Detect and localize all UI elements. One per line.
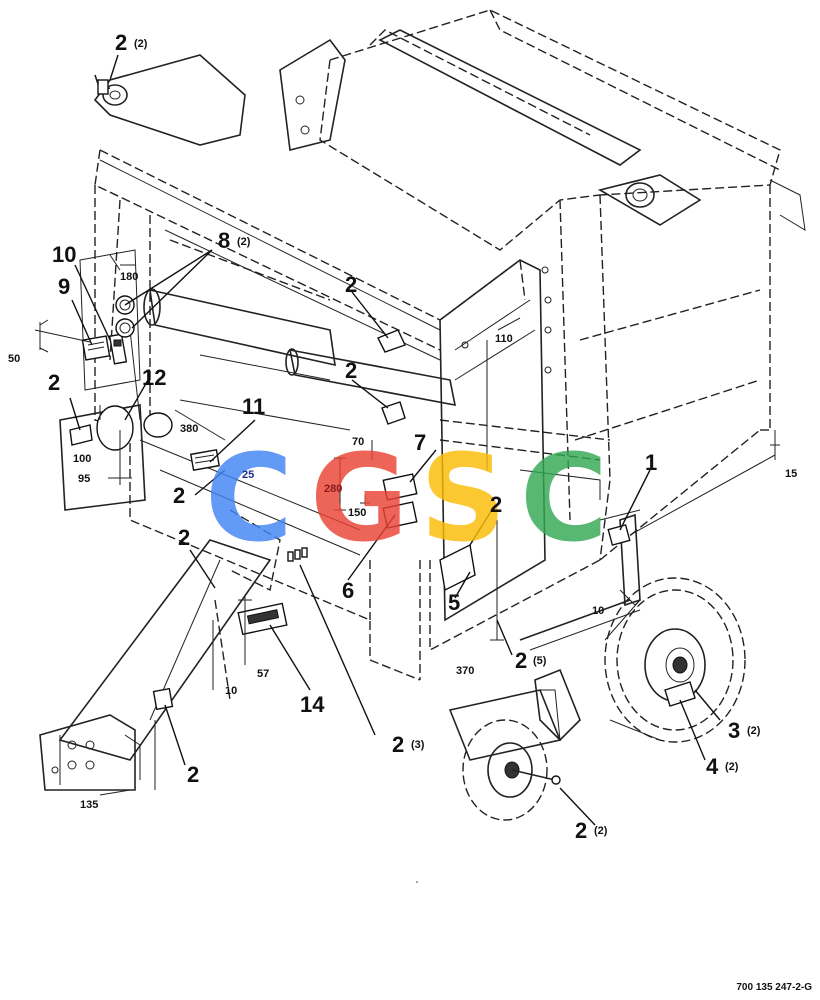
dim-280: 280: [324, 483, 342, 495]
callout-2-three: 2: [392, 732, 404, 757]
dim-10-left: 10: [225, 685, 237, 697]
callout-2-tongue: 2: [178, 525, 190, 550]
callout-1: 1: [645, 450, 657, 475]
dim-70: 70: [352, 436, 364, 448]
callout-2-top-qty: (2): [134, 38, 148, 50]
watermark-letter-g: G: [310, 430, 409, 569]
dim-380: 380: [180, 423, 198, 435]
callout-11: 7: [414, 430, 426, 455]
dimension-lines: [34, 254, 780, 796]
callout-14: 14: [300, 692, 325, 717]
watermark-letter-c2: C: [520, 430, 608, 569]
callout-4-qty: (2): [725, 761, 739, 773]
dim-100: 100: [73, 453, 91, 465]
callout-2-five-qty: (5): [533, 655, 547, 667]
callout-2-three-qty: (3): [411, 739, 425, 751]
dim-180: 180: [120, 271, 138, 283]
callout-2-gauge-wheel: 2: [575, 818, 587, 843]
dim-50: 50: [8, 353, 20, 365]
watermark-letter-s: S: [420, 430, 506, 569]
dim-95: 95: [78, 473, 90, 485]
dim-150: 150: [348, 507, 366, 519]
callout-2-top: 2: [115, 30, 127, 55]
dim-15: 15: [785, 468, 797, 480]
gauge-wheel: [462, 719, 561, 821]
callout-8-qty: (2): [237, 236, 251, 248]
decals: [69, 79, 631, 711]
callout-8: 8: [218, 228, 230, 253]
callout-9: 9: [58, 274, 70, 299]
callout-10: 10: [52, 242, 76, 267]
callout-12: 11: [242, 394, 265, 419]
cgsc-watermark: C G S C: [205, 430, 608, 569]
dimension-labels: 180 50 100 95 380 25 70 280 150 110 15 1…: [8, 271, 797, 811]
callout-2-five: 2: [515, 648, 527, 673]
main-wheel: [604, 577, 746, 743]
document-number: 700 135 247-2-G: [736, 982, 812, 993]
callout-13: 12: [142, 365, 166, 390]
dim-135: 135: [80, 799, 98, 811]
watermark-letter-c1: C: [205, 430, 293, 569]
callout-2-decal-left: 2: [173, 483, 185, 508]
callout-labels: 2 (2) 8 (2) 10 9 2 2 12 2 11 7 1 2 2 2 6…: [48, 30, 761, 843]
callout-6: 6: [342, 578, 354, 603]
callout-2-left: 2: [48, 370, 60, 395]
dim-25: 25: [242, 469, 254, 481]
dim-370: 370: [456, 665, 474, 677]
callout-2-mid-center: 2: [345, 358, 357, 383]
callout-4: 4: [706, 754, 719, 779]
callout-2-gauge-wheel-qty: (2): [594, 825, 608, 837]
leader-lines: [69, 54, 721, 826]
dim-110: 110: [495, 333, 513, 345]
callout-5: 5: [448, 590, 460, 615]
callout-3-qty: (2): [747, 725, 761, 737]
dot-mark: [416, 881, 418, 883]
callout-2-right-center: 2: [490, 492, 502, 517]
machine-linework: [39, 9, 806, 791]
callout-7: 2: [187, 762, 199, 787]
dim-10-right: 10: [592, 605, 604, 617]
callout-2-upper-center: 2: [345, 272, 357, 297]
callout-3: 3: [728, 718, 740, 743]
dim-57: 57: [257, 668, 269, 680]
